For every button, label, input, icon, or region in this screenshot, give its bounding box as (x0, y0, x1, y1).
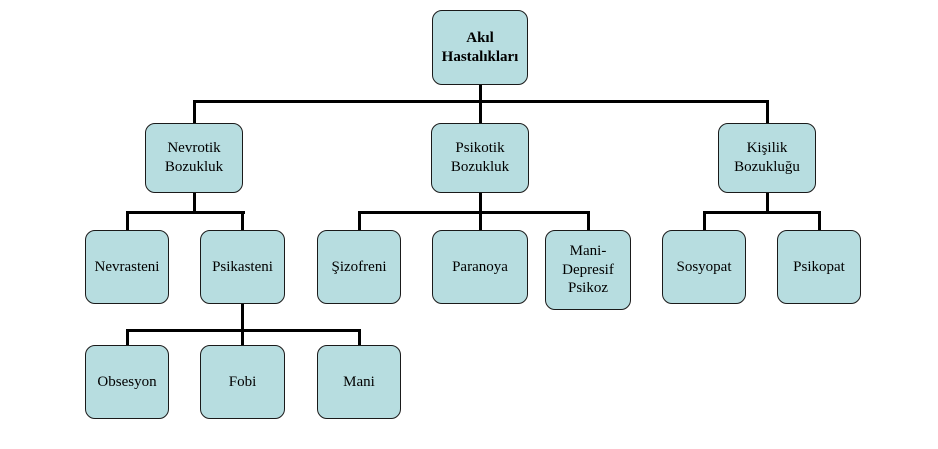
connector-root-stem (478, 85, 482, 103)
node-mani: Mani (317, 345, 401, 419)
node-nevrasteni-label: Nevrasteni (94, 258, 160, 275)
node-obsesyon: Obsesyon (85, 345, 169, 419)
node-sosyopat: Sosyopat (662, 230, 746, 304)
node-psikasteni: Psikasteni (200, 230, 285, 304)
node-nevrasteni: Nevrasteni (85, 230, 169, 304)
node-sizofreni: Şizofreni (317, 230, 401, 304)
connector-psikotik-stem (478, 193, 482, 213)
node-fobi-label: Fobi (228, 373, 257, 390)
connector-kisilik-horizontal (702, 211, 821, 214)
node-psikotik-bozukluk-label: Psikotik Bozukluk (450, 140, 510, 175)
node-psikasteni-label: Psikasteni (212, 258, 273, 275)
node-psikopat: Psikopat (777, 230, 861, 304)
connector-psikasteni-stem (241, 304, 244, 331)
node-paranoya-label: Paranoya (452, 258, 508, 275)
connector-nevrotik-stem (192, 193, 196, 213)
node-psikopat-label: Psikopat (793, 258, 845, 275)
connector-paranoya-drop (478, 211, 482, 230)
connector-psikotik-horizontal (357, 211, 590, 214)
node-akil-hastaliklari-label: Akıl Hastalıkları (441, 29, 519, 65)
connector-mani-drop (357, 329, 361, 345)
connector-sosyopat-drop (702, 211, 706, 230)
connector-psikopat-drop (817, 211, 821, 230)
node-mani-depresif-psikoz: Mani-Depresif Psikoz (545, 230, 631, 310)
connector-kisilik-stem (765, 193, 769, 213)
node-mani-label: Mani (343, 373, 375, 390)
node-mani-depresif-psikoz-label: Mani-Depresif Psikoz (562, 242, 614, 297)
connector-sizofreni-drop (357, 211, 361, 230)
node-obsesyon-label: Obsesyon (97, 373, 157, 390)
node-nevrotik-bozukluk: Nevrotik Bozukluk (145, 123, 243, 193)
connector-fobi-drop (241, 329, 244, 345)
node-paranoya: Paranoya (432, 230, 528, 304)
node-sosyopat-label: Sosyopat (676, 258, 732, 275)
connector-kisilik-drop (765, 100, 769, 123)
connector-obsesyon-drop (125, 329, 129, 345)
connector-nevrotik-horizontal (125, 211, 245, 214)
connector-manidepresif-drop (586, 211, 590, 230)
connector-psikotik-drop (478, 100, 482, 123)
connector-nevrotik-drop (192, 100, 196, 123)
node-akil-hastaliklari: Akıl Hastalıkları (432, 10, 528, 85)
connector-psikasteni-drop (241, 211, 244, 230)
node-nevrotik-bozukluk-label: Nevrotik Bozukluk (164, 140, 224, 175)
node-psikotik-bozukluk: Psikotik Bozukluk (431, 123, 529, 193)
node-kisilik-bozuklugu: Kişilik Bozukluğu (718, 123, 816, 193)
node-sizofreni-label: Şizofreni (331, 258, 387, 275)
node-kisilik-bozuklugu-label: Kişilik Bozukluğu (734, 140, 800, 175)
connector-nevrasteni-drop (125, 211, 129, 230)
node-fobi: Fobi (200, 345, 285, 419)
